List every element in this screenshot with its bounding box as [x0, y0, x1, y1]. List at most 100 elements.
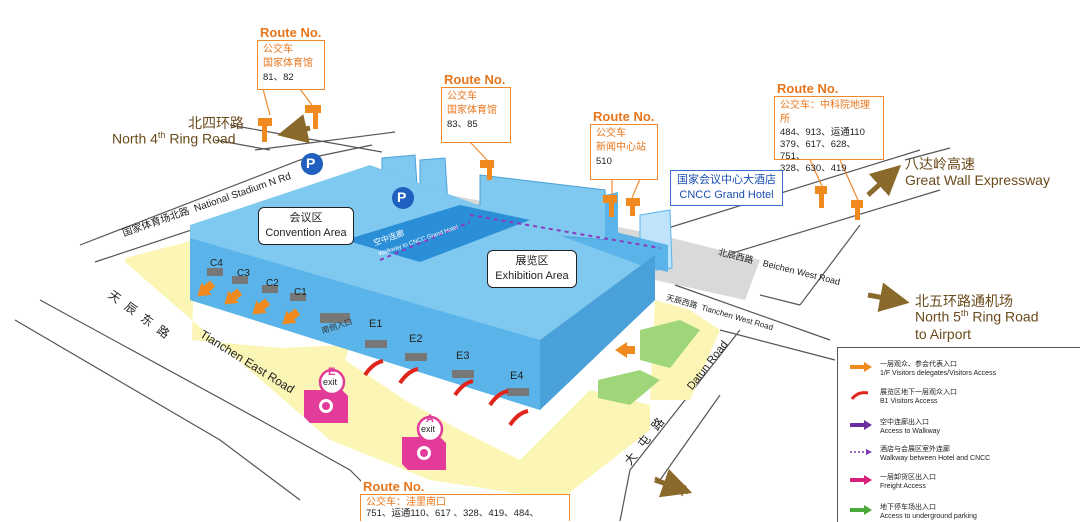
gate-label: E3	[456, 350, 470, 362]
route-numbers: 81、82	[263, 72, 294, 83]
arrow-icon	[850, 475, 872, 485]
arrow-icon	[850, 505, 872, 515]
legend-en: Walkway between Hotel and CNCC	[880, 455, 991, 462]
gate-label: E2	[409, 333, 423, 345]
legend-item: 地下停车场出入口 Access to underground parking	[850, 503, 977, 521]
legend-cn: 展览区地下一层观众入口	[880, 389, 957, 396]
road-sup: th	[960, 308, 969, 318]
area-label-en: Exhibition Area	[495, 270, 569, 282]
hotel-name-en: CNCC Grand Hotel	[679, 189, 774, 201]
route-numbers: 83、85	[447, 119, 478, 130]
route-numbers: 510	[596, 156, 612, 167]
road-north4-cn: 北四环路	[188, 115, 244, 131]
legend-item: 一层卸货区出入口 Freight Access	[850, 473, 936, 491]
visitor-arrows	[197, 280, 635, 358]
area-label-cn: 展览区	[515, 255, 549, 267]
route-line: 公交车	[263, 44, 293, 55]
yellow-zone	[125, 240, 650, 500]
arrow-icon	[850, 362, 872, 372]
subway-exit-e[interactable]: E exit	[302, 366, 348, 423]
route-line: 公交车：中科院地理所	[780, 100, 870, 125]
road-badaling-cn: 八达岭高速	[905, 156, 975, 172]
green-zone-2	[598, 370, 660, 405]
walkway-dashes-east	[469, 214, 661, 249]
bus-stops	[258, 105, 863, 220]
legend-en: Access to underground parking	[880, 513, 977, 520]
route-box-5: Route No. 公交车：洼里南口 751、运通110、617 、328、41…	[360, 479, 570, 521]
exit-label: exit	[421, 424, 436, 434]
route-numbers: 751、运通110、617 、328、419、484、	[366, 508, 540, 519]
hotel-label: 国家会议中心大酒店 CNCC Grand Hotel	[670, 170, 783, 206]
exit-marker	[304, 368, 348, 423]
gate-label: C2	[266, 278, 279, 289]
legend: 一层观众、参会代表入口 1/F Visitors delegates/Visito…	[837, 347, 1080, 522]
legend-en: Freight Access	[880, 483, 926, 490]
exit-label: exit	[323, 377, 338, 387]
green-zone	[640, 320, 700, 368]
route-heading: Route No.	[361, 479, 427, 494]
exit-letter: A	[426, 413, 434, 425]
exit-marker	[402, 415, 446, 470]
route-numbers: 484、913、运通110	[780, 127, 865, 138]
legend-en: 1/F Visitors delegates/Visitors Access	[880, 370, 997, 377]
route-box-1: Route No. 公交车 国家体育馆 81、82	[257, 25, 325, 90]
route-line: 国家体育馆	[263, 58, 313, 69]
route-heading: Route No.	[775, 81, 841, 96]
route-line: 公交车	[596, 128, 626, 139]
parking-label: P	[306, 155, 316, 171]
route-line: 公交车：洼里南口	[366, 497, 446, 508]
road-north4-en: North 4th Ring Road	[112, 130, 235, 147]
gate-label: C4	[210, 258, 223, 269]
legend-cn: 地下停车场出入口	[880, 504, 936, 511]
walkway-dashes	[379, 221, 471, 261]
route-numbers: 379、617、628、751、	[780, 139, 857, 162]
area-label-cn: 会议区	[289, 212, 323, 224]
main-building-east	[540, 255, 655, 410]
road-north5-en: North 5th Ring Road	[915, 308, 1038, 325]
exhibition-area-callout: 展览区 Exhibition Area	[487, 250, 577, 288]
legend-cn: 一层观众、参会代表入口	[880, 361, 957, 368]
legend-item: 一层观众、参会代表入口 1/F Visitors delegates/Visito…	[850, 360, 997, 378]
roof-deck	[345, 205, 530, 262]
legend-cn: 一层卸货区出入口	[880, 474, 936, 481]
convention-area-callout: 会议区 Convention Area	[258, 207, 354, 245]
hotel-name-cn: 国家会议中心大酒店	[677, 174, 776, 186]
parking-icon	[392, 187, 414, 209]
subway-exit-a[interactable]: A exit	[400, 413, 446, 470]
area-label-en: Convention Area	[265, 227, 347, 239]
road-text: North 4	[112, 130, 158, 147]
b1-arrows	[363, 359, 529, 427]
arrow-icon	[850, 420, 872, 430]
road-badaling-en: Great Wall Expressway	[905, 172, 1050, 188]
legend-item: 展览区地下一层观众入口 B1 Visitors Access	[850, 388, 957, 406]
dashed-arrow-icon	[850, 449, 872, 455]
route-heading: Route No.	[258, 25, 324, 40]
route-box-3: Route No. 公交车 新闻中心站 510	[590, 109, 658, 180]
gate-label: C3	[237, 268, 250, 279]
route-line: 新闻中心站	[596, 142, 646, 153]
route-line: 公交车	[447, 91, 477, 102]
legend-en: B1 Visitors Access	[880, 398, 938, 405]
road-sup: th	[157, 130, 166, 140]
compass-arrow	[654, 476, 676, 490]
gate-label: E4	[510, 370, 524, 382]
gate-label: C1	[294, 287, 307, 298]
legend-cn: 空中连廊出入口	[880, 419, 929, 426]
road-outlines	[14, 124, 951, 521]
route-box-4: Route No. 公交车：中科院地理所 484、913、运通110 379、6…	[774, 81, 884, 174]
route-heading: Route No.	[591, 109, 657, 124]
route-heading: Route No.	[442, 72, 508, 87]
curved-arrow-icon	[850, 391, 869, 400]
parking-icon	[301, 153, 323, 175]
legend-item: 空中连廊出入口 Access to Walkway	[850, 418, 941, 436]
route-pointers	[262, 88, 859, 201]
legend-en: Access to Walkway	[880, 428, 941, 435]
route-numbers: 328、630、419	[780, 163, 847, 174]
gate-label: E1	[369, 318, 383, 330]
road-north5-cn: 北五环路通机场	[915, 293, 1013, 309]
route-line: 国家体育馆	[447, 105, 497, 116]
road-text: Ring Road	[968, 308, 1039, 325]
road-text: Ring Road	[165, 130, 236, 147]
